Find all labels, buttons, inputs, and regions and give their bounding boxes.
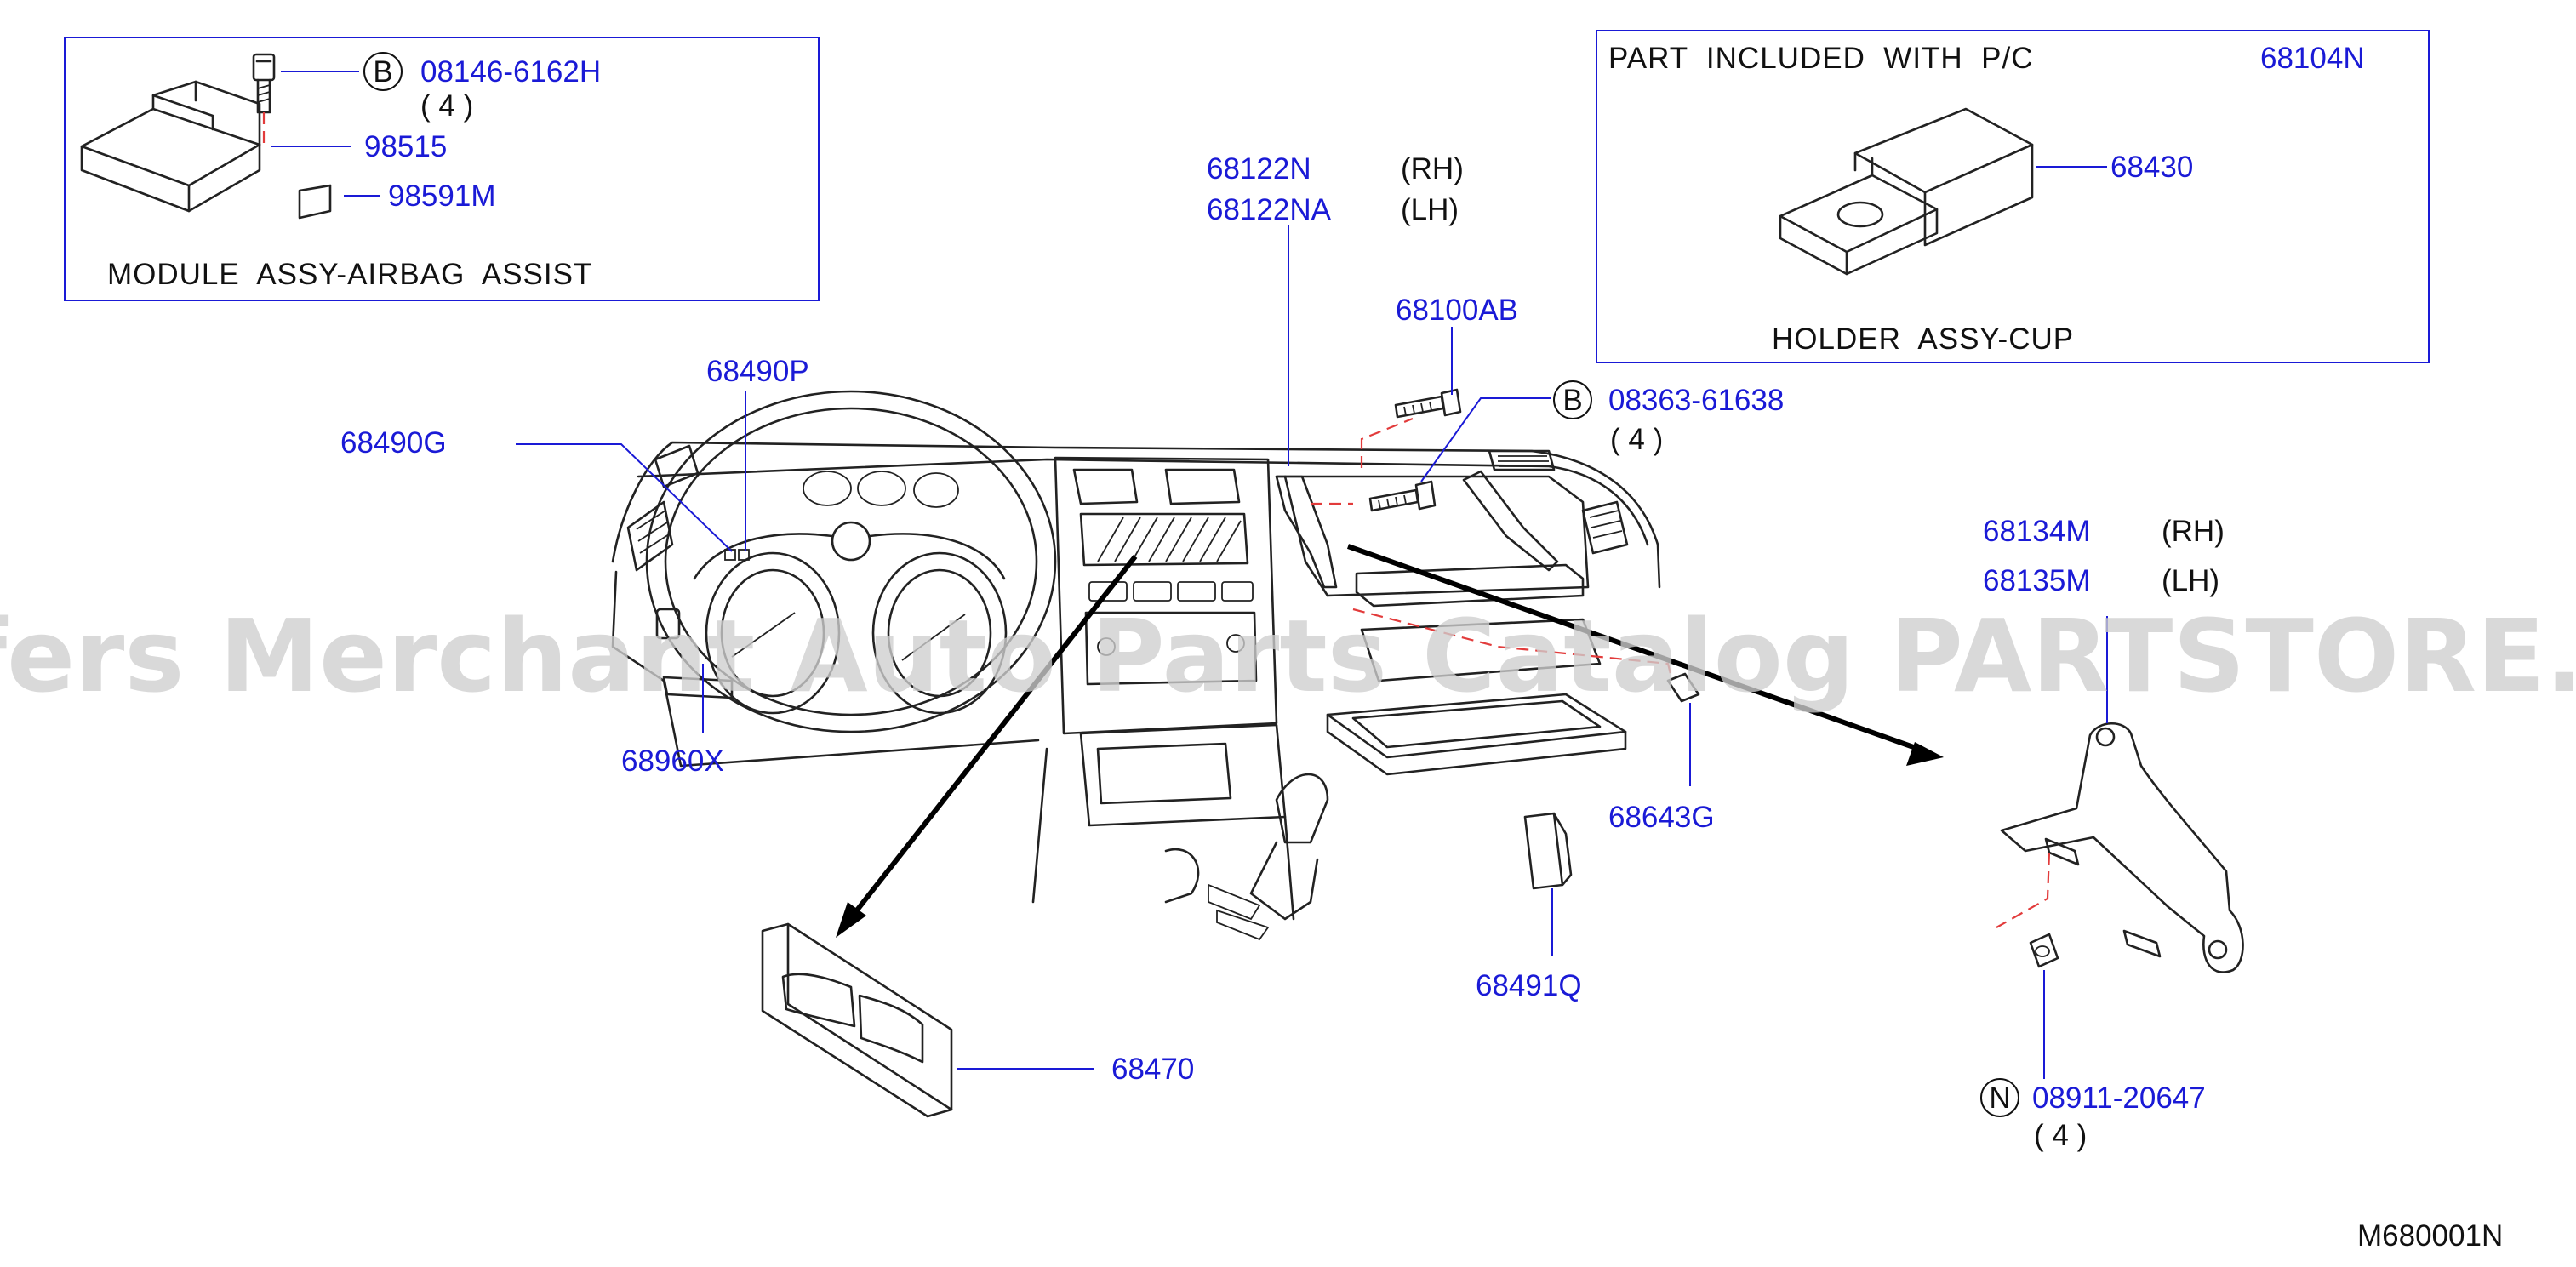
part-68470[interactable]: 68470 bbox=[1111, 1053, 1194, 1086]
bolt-68100AB-drawing bbox=[1394, 388, 1462, 419]
watermark-text: Offers Merchant Auto Parts Catalog PARTS… bbox=[0, 597, 2576, 715]
part-68960X[interactable]: 68960X bbox=[621, 745, 724, 778]
part-08911-20647-qty: ( 4 ) bbox=[2034, 1119, 2087, 1152]
part-68643G[interactable]: 68643G bbox=[1608, 801, 1715, 834]
bracket-68122N bbox=[1275, 475, 1338, 589]
part-68135M[interactable]: 68135M bbox=[1983, 564, 2090, 597]
leader-lines bbox=[516, 225, 2108, 1079]
airbag-box-title: MODULE ASSY-AIRBAG ASSIST bbox=[107, 258, 592, 291]
bolt-08363-61638-drawing bbox=[1368, 480, 1437, 512]
part-68122N-side: (RH) bbox=[1401, 152, 1464, 185]
part-98515[interactable]: 98515 bbox=[364, 130, 447, 163]
panel-68470-drawing bbox=[761, 922, 953, 1118]
part-68491Q[interactable]: 68491Q bbox=[1476, 969, 1582, 1002]
part-68122N[interactable]: 68122N bbox=[1207, 152, 1311, 185]
part-68134M[interactable]: 68134M bbox=[1983, 515, 2090, 548]
holder-68491Q bbox=[1523, 812, 1573, 890]
bolt-b-symbol-circle bbox=[1553, 380, 1592, 419]
steering-wheel bbox=[645, 390, 1057, 733]
nut-n-symbol-circle bbox=[1980, 1078, 2019, 1117]
bolt-symbol-circle bbox=[363, 52, 403, 91]
bolt-symbol: B bbox=[373, 55, 392, 88]
part-68122NA[interactable]: 68122NA bbox=[1207, 193, 1332, 226]
part-08363-61638[interactable]: 08363-61638 bbox=[1608, 384, 1784, 417]
part-68100AB[interactable]: 68100AB bbox=[1396, 294, 1518, 327]
airbag-module-inset: B 08146-6162H ( 4 ) 98515 98591M MODULE … bbox=[64, 37, 820, 301]
part-68135M-side: (LH) bbox=[2162, 564, 2219, 597]
part-68134M-side: (RH) bbox=[2162, 515, 2225, 548]
nut-n-symbol: N bbox=[1989, 1082, 2010, 1115]
cup-box-title: HOLDER ASSY-CUP bbox=[1772, 322, 2074, 356]
dashboard-drawing bbox=[611, 388, 1700, 941]
airbag-inset-frame bbox=[64, 37, 820, 301]
cup-inset-frame bbox=[1596, 30, 2430, 363]
part-68430[interactable]: 68430 bbox=[2110, 151, 2193, 184]
pointer-arrows bbox=[836, 544, 1944, 938]
cup-header-code[interactable]: 68104N bbox=[2260, 42, 2365, 75]
airbag-label-tag bbox=[298, 184, 332, 220]
part-68490G[interactable]: 68490G bbox=[340, 426, 447, 459]
part-98591M[interactable]: 98591M bbox=[388, 180, 495, 213]
part-labels: 68122N (RH) 68122NA (LH) 68100AB 68490P … bbox=[340, 152, 2503, 1253]
part-08911-20647[interactable]: 08911-20647 bbox=[2032, 1082, 2206, 1115]
cup-box-header: PART INCLUDED WITH P/C bbox=[1608, 42, 2034, 75]
cup-holder-drawing bbox=[1779, 107, 2034, 276]
airbag-pad-drawing bbox=[80, 80, 261, 213]
airbag-bolt-drawing bbox=[252, 53, 276, 145]
bracket-68134M-drawing bbox=[1996, 722, 2244, 973]
part-68490P[interactable]: 68490P bbox=[706, 355, 809, 388]
airbag-bolt-code[interactable]: 08146-6162H bbox=[420, 55, 601, 88]
nut-drawing bbox=[2029, 933, 2059, 968]
part-68122NA-side: (LH) bbox=[1401, 193, 1459, 226]
airbag-bolt-qty: ( 4 ) bbox=[420, 89, 473, 123]
cup-holder-inset: PART INCLUDED WITH P/C 68104N 68430 HOLD… bbox=[1596, 30, 2430, 363]
diagram-code: M680001N bbox=[2357, 1219, 2503, 1253]
bolt-b-symbol: B bbox=[1562, 384, 1582, 417]
part-08363-61638-qty: ( 4 ) bbox=[1610, 423, 1663, 456]
